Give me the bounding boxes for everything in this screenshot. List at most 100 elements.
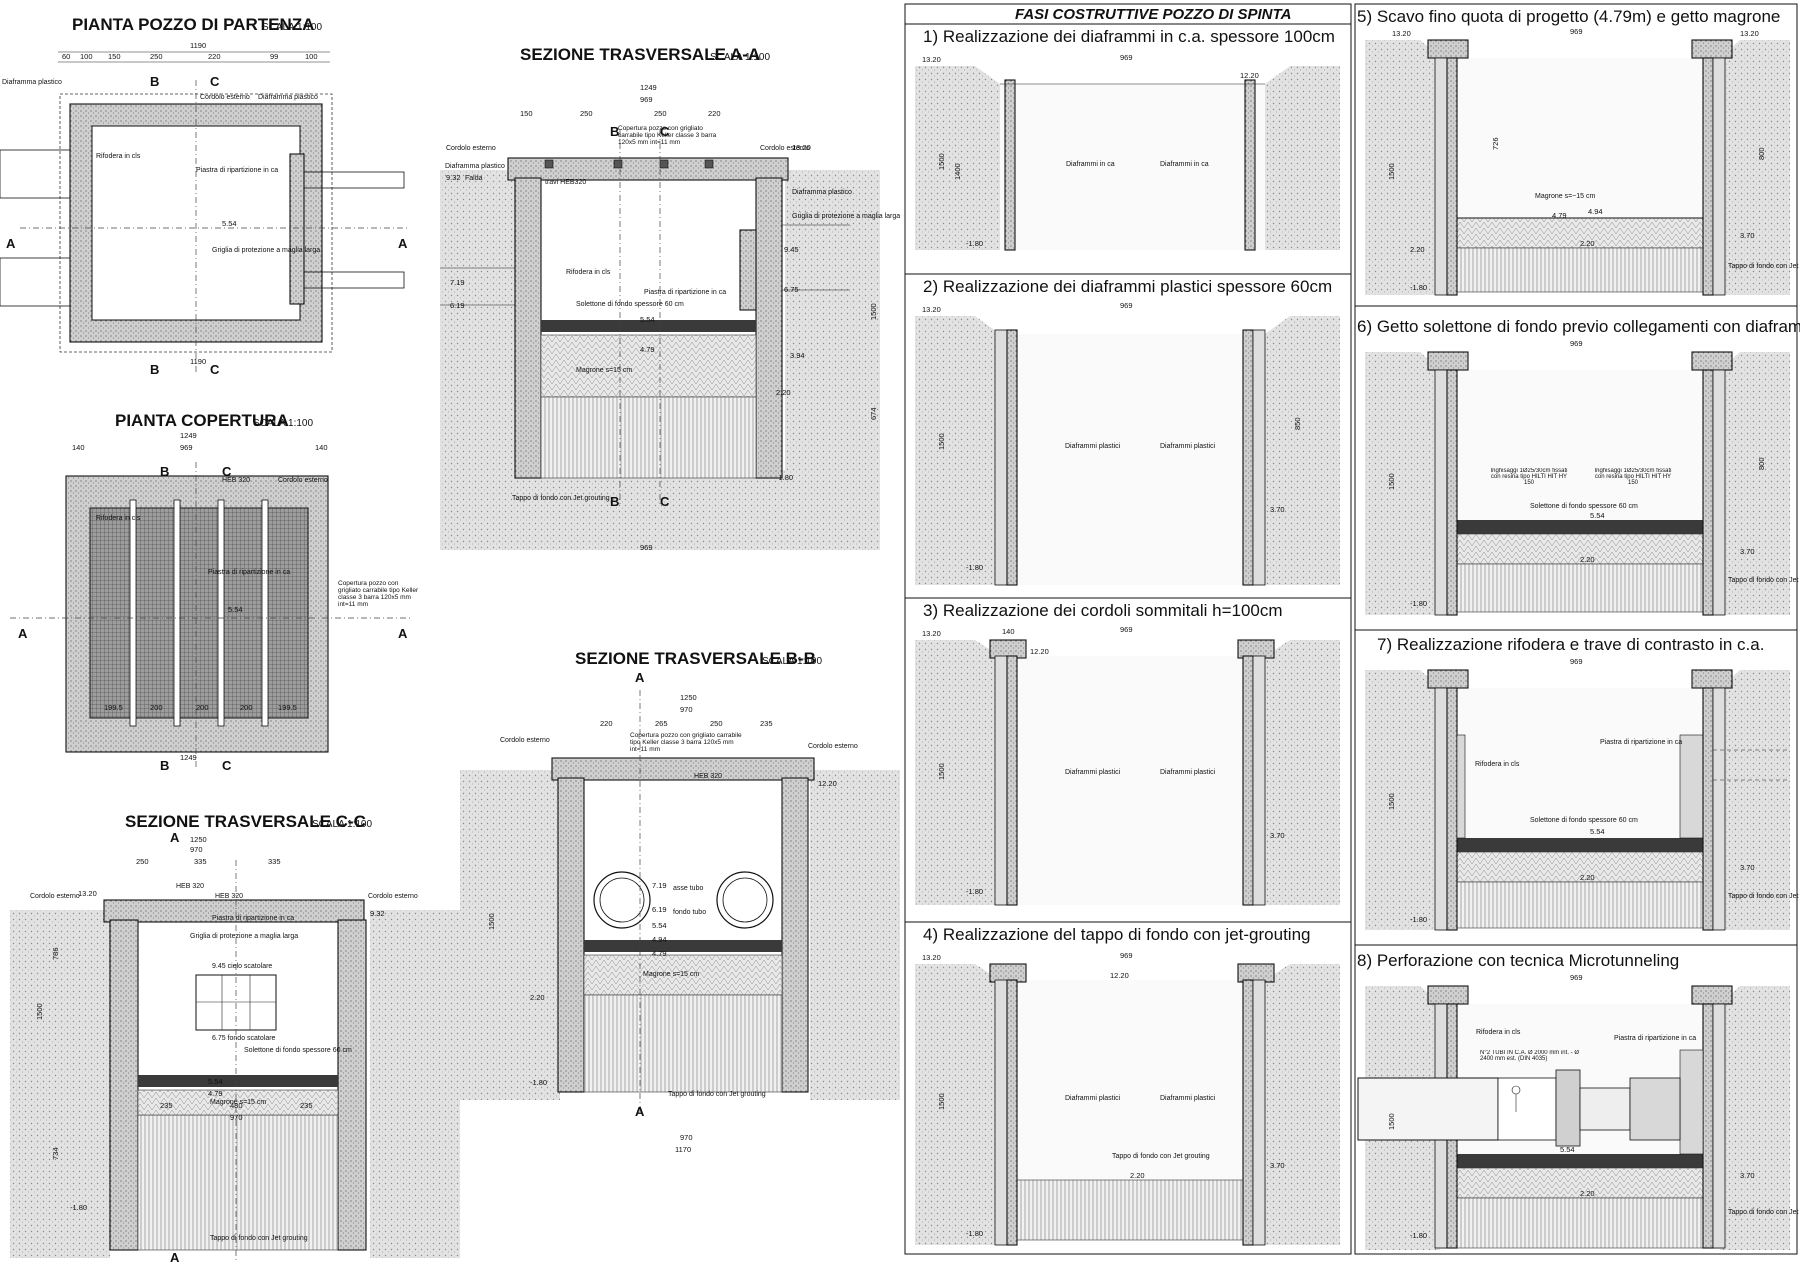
dim-970-bb: 970 <box>680 705 693 714</box>
label-griglia-aa: Griglia di protezione a maglia larga <box>792 213 900 220</box>
p4-dim-1500: 1500 <box>937 1093 946 1110</box>
p1-label-diaframmi: Diaframmi in ca <box>1066 161 1115 168</box>
dim-1249-aa: 1249 <box>640 83 657 92</box>
dim-969-aa-b: 969 <box>640 543 653 552</box>
quota-554-b: 5.54 <box>228 605 243 614</box>
quota-479-aa: 4.79 <box>640 345 655 354</box>
dim-100b: 100 <box>305 52 318 61</box>
p1-quota-1220: 12.20 <box>1240 71 1259 80</box>
p4-label-diaframmi: Diaframmi plastici <box>1065 1095 1121 1102</box>
p5-dim-800: 800 <box>1757 147 1766 160</box>
plan-shaft-scale: SCALA 1:100 <box>262 22 322 33</box>
marker-b-aa-bot: B <box>610 494 619 509</box>
label-asse-tubo: asse tubo <box>673 885 703 892</box>
p8-label-tubi: N°2 TUBI IN C.A. Ø 2000 mm int. - Ø 2400… <box>1480 1050 1579 1062</box>
dim-734-cc: 734 <box>51 1147 60 1160</box>
marker-c-cover-top: C <box>222 464 232 479</box>
quota-945-aa: 9.45 <box>784 245 799 254</box>
label-solettone-aa: Solettone di fondo spessore 60 cm <box>576 301 684 308</box>
dim-1995-b: 199.5 <box>278 703 297 712</box>
p7-quota-370: 3.70 <box>1740 863 1755 872</box>
phase-3-title: 3) Realizzazione dei cordoli sommitali h… <box>923 601 1283 620</box>
label-magrone-aa: Magrone s=15 cm <box>576 367 632 374</box>
dim-1249-b: 1249 <box>180 753 197 762</box>
p2-label-diaframmi: Diaframmi plastici <box>1065 443 1121 450</box>
p5-dim-1500: 1500 <box>1387 163 1396 180</box>
marker-c-aa-bot: C <box>660 494 670 509</box>
p1-dim-969: 969 <box>1120 53 1133 62</box>
marker-b-bot: B <box>150 362 159 377</box>
p4-label-tappo: Tappo di fondo con Jet grouting <box>1112 1153 1210 1160</box>
label-fondo-tubo: fondo tubo <box>673 909 706 916</box>
quota-554-aa: 5.54 <box>640 315 655 324</box>
dim-969-a: 969 <box>180 443 193 452</box>
label-diaframma-plastico-a: Diaframma plastico <box>2 79 62 86</box>
p8-quota-554: 5.54 <box>1560 1145 1575 1154</box>
dim-60a: 60 <box>62 52 70 61</box>
p3-quota-370: 3.70 <box>1270 831 1285 840</box>
p3-quota-1320: 13.20 <box>922 629 941 638</box>
phase-6-title: 6) Getto solettone di fondo previo colle… <box>1357 317 1800 336</box>
section-bb-scale: SCALA 1:100 <box>762 656 822 667</box>
dim-220-bb: 220 <box>600 719 613 728</box>
label-cordolo-esterno-a: Cordolo esterno <box>200 94 250 101</box>
label-cordolo-bb-a: Cordolo esterno <box>500 737 550 744</box>
p6-dim-1500: 1500 <box>1387 473 1396 490</box>
dim-1250-cc: 1250 <box>190 835 207 844</box>
plan-shaft-title: PIANTA POZZO DI PARTENZA <box>72 15 314 34</box>
marker-a-bb-bot: A <box>635 1104 645 1119</box>
phase-6-drawing: 969 Inghisaggi 1Ø25/30cm fissati con res… <box>1365 339 1800 616</box>
p5-label-magrone: Magrone s=~15 cm <box>1535 193 1595 200</box>
quota-554-a: 5.54 <box>222 219 237 228</box>
quota-479-bb: 4.79 <box>652 949 667 958</box>
p6-quota-180: -1.80 <box>1410 599 1427 608</box>
p8-quota-370: 3.70 <box>1740 1171 1755 1180</box>
quota-1220-bb: 12.20 <box>818 779 837 788</box>
marker-c-cover-bot: C <box>222 758 232 773</box>
p4-quota-220: 2.20 <box>1130 1171 1145 1180</box>
p6-label-inghisaggi-b: Inghisaggi 1Ø25/30cm fissati con resina … <box>1594 468 1672 486</box>
quota-619-aa: 6.19 <box>450 301 465 310</box>
dim-140-a: 140 <box>72 443 85 452</box>
label-piastra-cc: Piastra di ripartizione in ca <box>212 915 294 922</box>
label-fondo-scatolare: 6.75 fondo scatolare <box>212 1035 276 1042</box>
dim-235-cc-b: 235 <box>300 1101 313 1110</box>
dim-250-aa-b: 250 <box>654 109 667 118</box>
dim-969-aa: 969 <box>640 95 653 104</box>
label-cordolo-bb-b: Cordolo esterno <box>808 743 858 750</box>
marker-b-aa-top: B <box>610 124 619 139</box>
label-rifodera-b: Rifodera in cls <box>96 515 141 522</box>
label-heb-bb: HEB 320 <box>694 773 722 780</box>
plan-cover-scale: SCALA 1:100 <box>253 418 313 429</box>
dim-674-aa: 674 <box>869 407 878 420</box>
dim-480-cc: 480 <box>230 1101 243 1110</box>
section-aa-scale: SCALA 1:100 <box>710 52 770 63</box>
dim-220-aa: 220 <box>708 109 721 118</box>
label-copertura-a: Copertura pozzo con grigliato carrabile … <box>338 580 419 608</box>
phases-header: FASI COSTRUTTIVE POZZO DI SPINTA <box>1015 6 1291 23</box>
section-cc-title: SEZIONE TRASVERSALE C-C <box>125 812 366 831</box>
quota-479-cc: 4.79 <box>208 1089 223 1098</box>
p3-dim-1500: 1500 <box>937 763 946 780</box>
p5-quota-220-b: 2.20 <box>1410 245 1425 254</box>
section-bb: SEZIONE TRASVERSALE B-B SCALA 1:100 A 12… <box>460 649 900 1154</box>
phase-7-drawing: 969 Rifodera in cls Piastra di ripartizi… <box>1365 657 1800 931</box>
quota-719-bb: 7.19 <box>652 881 667 890</box>
quota-675-aa: 6.75 <box>784 285 799 294</box>
section-aa-title: SEZIONE TRASVERSALE A-A <box>520 45 760 64</box>
p3-dim-969: 969 <box>1120 625 1133 634</box>
label-copertura-bb: Copertura pozzo con grigliato carrabile … <box>630 732 742 753</box>
marker-a-cc-bot: A <box>170 1250 180 1265</box>
label-travi-heb: travi HEB320 <box>545 179 586 186</box>
quota-494-bb: 4.94 <box>652 935 667 944</box>
marker-a-left: A <box>6 236 16 251</box>
p8-label-piastra: Piastra di ripartizione in ca <box>1614 1035 1696 1042</box>
label-diaframma-aa-a: Diaframma plastico <box>445 163 505 170</box>
p2-dim-969: 969 <box>1120 301 1133 310</box>
label-magrone-cc: Magrone s=15 cm <box>210 1099 266 1106</box>
quota-394-aa: 3.94 <box>790 351 805 360</box>
dim-1250-bb: 1250 <box>680 693 697 702</box>
label-cordolo-cc-b: Cordolo esterno <box>368 893 418 900</box>
p5-dim-969: 969 <box>1570 27 1583 36</box>
p8-quota-220: 2.20 <box>1580 1189 1595 1198</box>
